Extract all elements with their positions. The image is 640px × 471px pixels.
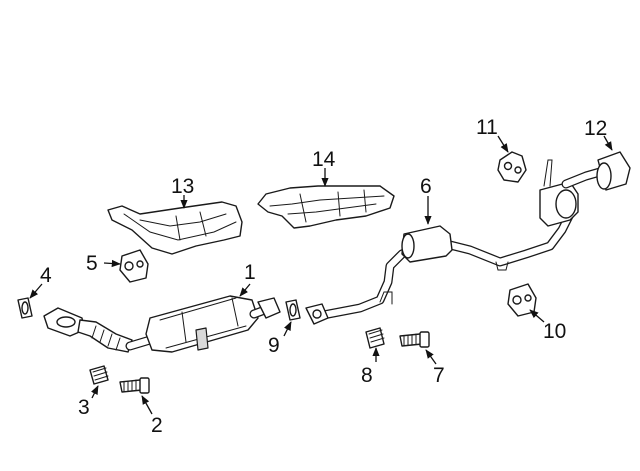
callout-2: 2 <box>151 414 163 437</box>
leader-10 <box>529 309 545 323</box>
leader-12 <box>603 135 613 151</box>
callout-labels: 1 2 3 4 5 6 7 8 9 10 11 12 13 14 <box>40 116 607 437</box>
callout-3: 3 <box>78 396 90 419</box>
part-7-bolt[interactable] <box>399 331 430 348</box>
callout-7: 7 <box>433 364 445 387</box>
callout-4: 4 <box>40 264 52 287</box>
leader-2 <box>141 395 153 415</box>
callout-1: 1 <box>244 261 256 284</box>
leader-4 <box>29 283 43 299</box>
part-10-hanger-insulator[interactable] <box>507 283 537 317</box>
part-2-bolt[interactable] <box>119 377 150 394</box>
part-14-heat-shield-rear[interactable] <box>257 185 395 229</box>
part-8-stud[interactable] <box>365 327 385 349</box>
leader-lines <box>29 135 613 415</box>
callout-11: 11 <box>476 116 498 139</box>
part-13-heat-shield-front[interactable] <box>107 201 243 255</box>
callout-5: 5 <box>86 252 98 275</box>
leader-3 <box>91 385 99 399</box>
callout-13: 13 <box>171 175 194 198</box>
leader-9 <box>283 321 292 337</box>
part-3-stud[interactable] <box>89 365 109 385</box>
leader-1 <box>239 283 251 297</box>
leader-7 <box>425 349 437 365</box>
part-4-gasket[interactable] <box>17 297 33 319</box>
callout-9: 9 <box>268 334 280 357</box>
callout-14: 14 <box>312 148 336 171</box>
part-12-tail-pipe-tip[interactable] <box>596 151 631 191</box>
part-11-hanger-insulator[interactable] <box>497 151 527 183</box>
part-1-catalytic-converter[interactable] <box>43 295 281 353</box>
muffler-tailpipe-assembly[interactable] <box>539 159 605 227</box>
leader-11 <box>497 135 509 153</box>
callout-8: 8 <box>361 364 373 387</box>
part-5-hanger-insulator[interactable] <box>119 249 149 283</box>
leader-5 <box>103 259 121 268</box>
callout-6: 6 <box>420 175 432 198</box>
part-6-center-pipe-resonator[interactable] <box>305 209 575 325</box>
part-9-gasket[interactable] <box>285 299 301 321</box>
callout-12: 12 <box>584 117 607 140</box>
callout-10: 10 <box>543 320 566 343</box>
